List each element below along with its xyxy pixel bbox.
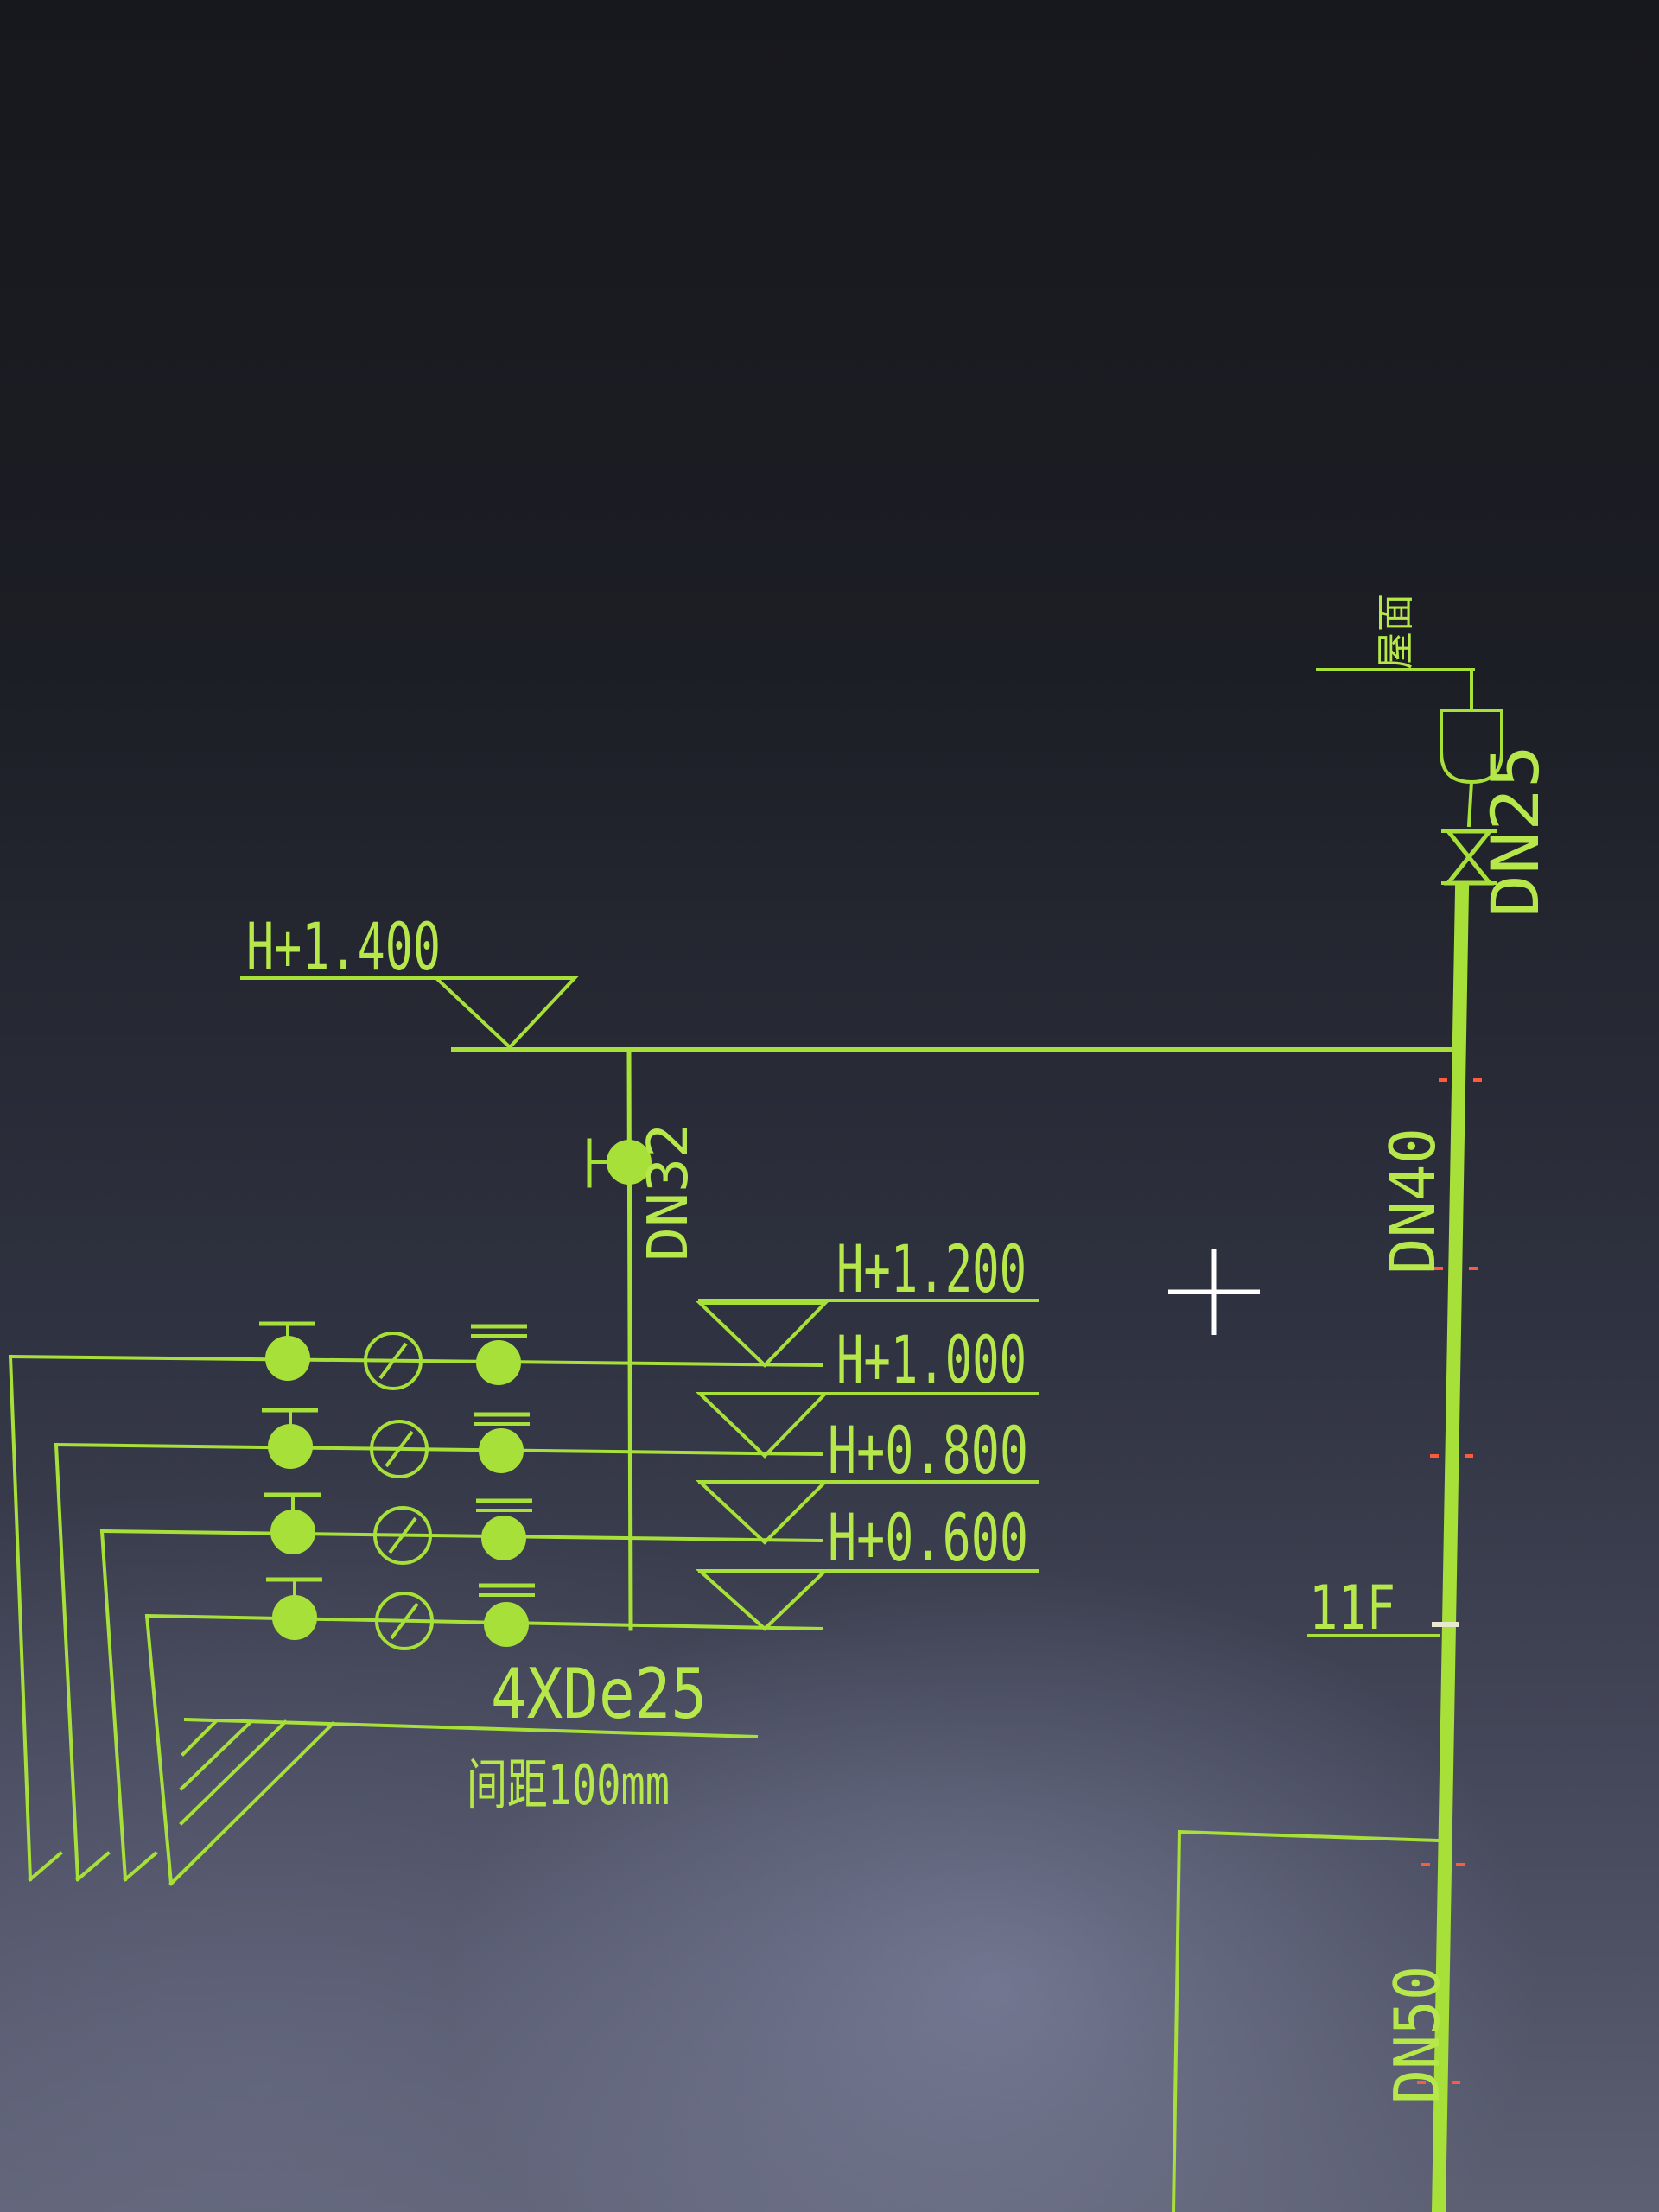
riser-markers [1417, 1078, 1482, 2084]
branch-leg-3 [99, 1529, 128, 1882]
branch-pipe-dn50-top [1177, 1829, 1441, 1843]
globe-valve-icon [264, 1492, 321, 1554]
branch-leg-end [28, 1851, 63, 1882]
pipe-label-dn25: DN25 [1477, 745, 1554, 918]
branch-count-label: 4XDe25 [491, 1654, 707, 1734]
crosshair-cursor-icon [1168, 1249, 1260, 1335]
elevation-triangle-icon [695, 1569, 830, 1631]
elevation-triangle-icon [696, 1301, 830, 1368]
air-vent-icon [587, 1138, 652, 1188]
water-meter-icon [373, 1506, 432, 1565]
branch-leg-end [123, 1851, 158, 1882]
pipe-label-dn50: DN50 [1381, 1966, 1453, 2104]
branch-pipe-1 [8, 1354, 823, 1368]
branch-pipe-3 [99, 1529, 823, 1543]
globe-valve-icon [259, 1321, 315, 1381]
top-label: 屋面 [1374, 594, 1418, 670]
spacing-note-label: 间距100mm [467, 1754, 670, 1818]
elevation-triangle-icon [696, 1392, 830, 1459]
spacing-hatch [168, 1719, 335, 1886]
elevation-triangle-icon [431, 976, 579, 1050]
pipe-label-dn40: DN40 [1376, 1128, 1449, 1274]
globe-valve-icon [262, 1408, 318, 1469]
air-vent-icon [1440, 709, 1503, 828]
branch-count-underline [183, 1717, 759, 1739]
branch-leg-1 [8, 1354, 33, 1882]
pipe-label-dn32: DN32 [637, 1123, 701, 1262]
level-label-h0600: H+0.600 [828, 1499, 1028, 1576]
globe-valve-icon [476, 1498, 532, 1560]
branch-pipe-dn50-side [1171, 1829, 1182, 2212]
branch-pipe-dn32 [626, 1049, 633, 1631]
elevation-triangle-icon [695, 1480, 830, 1545]
level-label-h0800: H+0.800 [828, 1412, 1028, 1489]
level-label-h1200: H+1.200 [836, 1230, 1027, 1307]
floor-label-11f: 11F [1309, 1573, 1395, 1643]
water-meter-icon [370, 1420, 429, 1478]
gate-valve-icon [1441, 829, 1497, 886]
water-meter-icon [364, 1332, 423, 1390]
branch-leg-end [75, 1851, 111, 1882]
globe-valve-icon [471, 1324, 527, 1385]
globe-valve-icon [266, 1577, 322, 1640]
globe-valve-icon [474, 1412, 530, 1473]
level-label-h1400: H+1.400 [246, 908, 441, 985]
branch-leg-4 [144, 1613, 174, 1886]
branch-leg-2 [54, 1442, 80, 1882]
level-label-h1000: H+1.000 [836, 1321, 1027, 1398]
main-riser-pipe [1431, 882, 1470, 2212]
branch-pipe-2 [54, 1442, 823, 1457]
globe-valve-icon [479, 1583, 535, 1647]
water-meter-icon [375, 1592, 434, 1650]
branch-pipe-4 [144, 1613, 823, 1631]
